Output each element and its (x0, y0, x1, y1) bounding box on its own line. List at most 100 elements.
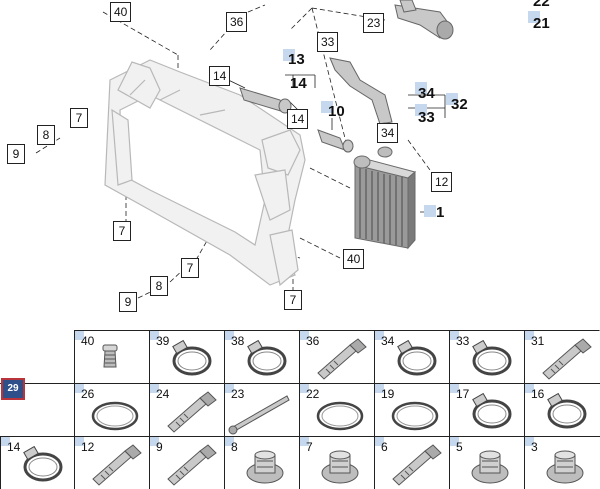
part-cell-16[interactable]: 16 (524, 383, 599, 436)
label-14[interactable]: 14 (290, 75, 307, 92)
part-number: 6 (381, 440, 388, 454)
blue-tag (1, 437, 10, 446)
callout-33[interactable]: 33 (317, 32, 339, 52)
part-number: 23 (231, 387, 245, 401)
part-number: 3 (531, 440, 538, 454)
callout-36[interactable]: 36 (226, 12, 248, 32)
callout-34[interactable]: 34 (377, 123, 399, 143)
callout-12[interactable]: 12 (431, 172, 453, 192)
hose-clamp-icon (247, 339, 287, 376)
blue-tag (375, 331, 384, 340)
blue-tag (525, 437, 534, 446)
part-number: 38 (231, 334, 245, 348)
blue-tag (150, 437, 159, 446)
callout-8-a[interactable]: 8 (37, 125, 55, 145)
blue-tag (225, 331, 234, 340)
page-badge-29[interactable]: 29 (1, 378, 25, 400)
part-cell-14[interactable]: 14 (0, 436, 75, 489)
part-number: 36 (306, 334, 320, 348)
part-number: 39 (156, 334, 170, 348)
part-cell-3[interactable]: 3 (524, 436, 599, 489)
part-cell-23[interactable]: 23 (224, 383, 299, 436)
part-cell-6[interactable]: 6 (374, 436, 449, 489)
part-cell-7[interactable]: 7 (299, 436, 374, 489)
hose-clamp-icon (172, 339, 212, 376)
part-number: 22 (306, 387, 320, 401)
part-cell-19[interactable]: 19 (374, 383, 449, 436)
blue-tag (424, 205, 436, 217)
callout-14-left[interactable]: 14 (209, 66, 231, 86)
part-number: 26 (81, 387, 95, 401)
part-number: 5 (456, 440, 463, 454)
part-cell-26[interactable]: 26 (74, 383, 149, 436)
hose-clamp-icon (397, 339, 437, 376)
label-33[interactable]: 33 (418, 109, 435, 126)
part-number: 33 (456, 334, 470, 348)
blue-tag (300, 384, 309, 393)
part-cell-36[interactable]: 36 (299, 330, 374, 383)
bolt-icon (167, 391, 217, 433)
blue-tag (225, 437, 234, 446)
callout-9-a[interactable]: 9 (7, 144, 25, 164)
blue-tag (525, 331, 534, 340)
part-cell-34[interactable]: 34 (374, 330, 449, 383)
blue-tag (450, 437, 459, 446)
part-cell-38[interactable]: 38 (224, 330, 299, 383)
blue-tag (446, 93, 458, 105)
callout-9-b[interactable]: 9 (119, 292, 137, 312)
diagram-artwork (35, 0, 454, 299)
front-carrier (104, 59, 306, 287)
callout-7-d[interactable]: 7 (284, 290, 302, 310)
label-22[interactable]: 22 (533, 0, 550, 10)
bolt-icon (542, 338, 592, 380)
blue-tag (300, 331, 309, 340)
seal-ring-icon (316, 401, 364, 431)
callout-40-lower[interactable]: 40 (343, 249, 365, 269)
part-number: 8 (231, 440, 238, 454)
part-cell-33[interactable]: 33 (449, 330, 524, 383)
label-34[interactable]: 34 (418, 85, 435, 102)
blue-tag (375, 437, 384, 446)
part-cell-8[interactable]: 8 (224, 436, 299, 489)
part-cell-22[interactable]: 22 (299, 383, 374, 436)
callout-7-a[interactable]: 7 (70, 108, 88, 128)
charge-air-hoses (239, 0, 454, 153)
label-13[interactable]: 13 (288, 51, 305, 68)
label-21[interactable]: 21 (533, 15, 550, 32)
part-cell-24[interactable]: 24 (149, 383, 224, 436)
callout-14-right[interactable]: 14 (287, 109, 309, 129)
callout-23[interactable]: 23 (363, 13, 385, 33)
hose-clamp-icon (472, 339, 512, 376)
blue-tag (450, 384, 459, 393)
clip-icon (102, 344, 118, 368)
label-1[interactable]: 1 (436, 204, 445, 221)
intercooler (353, 146, 417, 250)
callout-7-b[interactable]: 7 (113, 221, 131, 241)
seal-ring-icon (391, 401, 439, 431)
part-cell-12[interactable]: 12 (74, 436, 149, 489)
blue-tag (528, 11, 540, 23)
part-cell-5[interactable]: 5 (449, 436, 524, 489)
blue-tag (75, 437, 84, 446)
part-number: 24 (156, 387, 170, 401)
part-number: 7 (306, 440, 313, 454)
part-cell-39[interactable]: 39 (149, 330, 224, 383)
part-cell-9[interactable]: 9 (149, 436, 224, 489)
callout-40-top[interactable]: 40 (110, 2, 132, 22)
blue-tag (150, 331, 159, 340)
long-bolt-icon (228, 395, 290, 435)
part-cell-17[interactable]: 17 (449, 383, 524, 436)
blue-tag (300, 437, 309, 446)
part-cell-40[interactable]: 40 (74, 330, 149, 383)
part-number: 19 (381, 387, 395, 401)
blue-tag (415, 82, 427, 94)
callout-7-c[interactable]: 7 (181, 258, 199, 278)
label-32[interactable]: 32 (451, 96, 468, 113)
label-10[interactable]: 10 (328, 103, 345, 120)
part-cell-31[interactable]: 31 (524, 330, 599, 383)
callout-8-b[interactable]: 8 (150, 276, 168, 296)
blue-tag (525, 384, 534, 393)
part-number: 12 (81, 440, 95, 454)
blue-tag (375, 384, 384, 393)
